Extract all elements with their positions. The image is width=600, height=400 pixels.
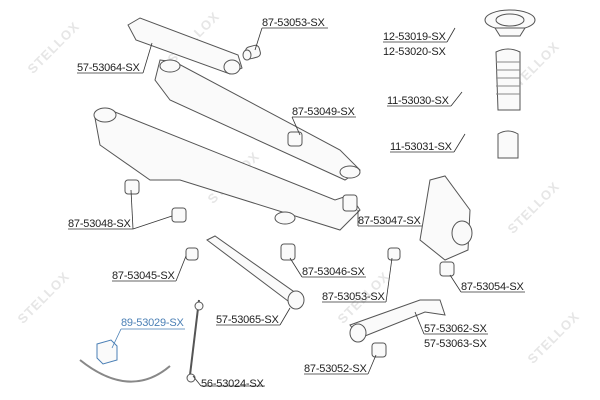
part-label-89-53029-sx-highlighted[interactable]: 89-53029-SX [121, 317, 184, 329]
part-label-87-53045-sx[interactable]: 87-53045-SX [112, 270, 175, 282]
part-label-87-53054-sx[interactable]: 87-53054-SX [461, 281, 524, 293]
part-label-87-53052-sx[interactable]: 87-53052-SX [304, 363, 367, 375]
part-label-87-53053-sx-top[interactable]: 87-53053-SX [262, 17, 325, 29]
part-label-87-53048-sx[interactable]: 87-53048-SX [68, 218, 131, 230]
subframe [94, 109, 361, 231]
part-label-12-53019-sx[interactable]: 12-53019-SX [383, 31, 446, 43]
part-label-11-53031-sx[interactable]: 11-53031-SX [390, 141, 452, 153]
part-label-11-53030-sx[interactable]: 11-53030-SX [387, 95, 449, 107]
part-label-57-53065-sx[interactable]: 57-53065-SX [216, 314, 279, 326]
part-label-56-53024-sx[interactable]: 56-53024-SX [201, 378, 264, 390]
part-label-57-53064-sx[interactable]: 57-53064-SX [77, 62, 140, 74]
part-label-12-53020-sx[interactable]: 12-53020-SX [383, 46, 446, 58]
part-label-57-53062-sx[interactable]: 57-53062-SX [424, 323, 487, 335]
upper-trailing-arm [127, 17, 243, 75]
part-label-87-53047-sx[interactable]: 87-53047-SX [358, 215, 421, 227]
part-label-87-53046-sx[interactable]: 87-53046-SX [302, 266, 365, 278]
part-label-57-53063-sx[interactable]: 57-53063-SX [424, 338, 487, 350]
part-label-87-53053-sx-knuckle[interactable]: 87-53053-SX [322, 291, 385, 303]
part-label-87-53049-sx[interactable]: 87-53049-SX [292, 106, 355, 118]
